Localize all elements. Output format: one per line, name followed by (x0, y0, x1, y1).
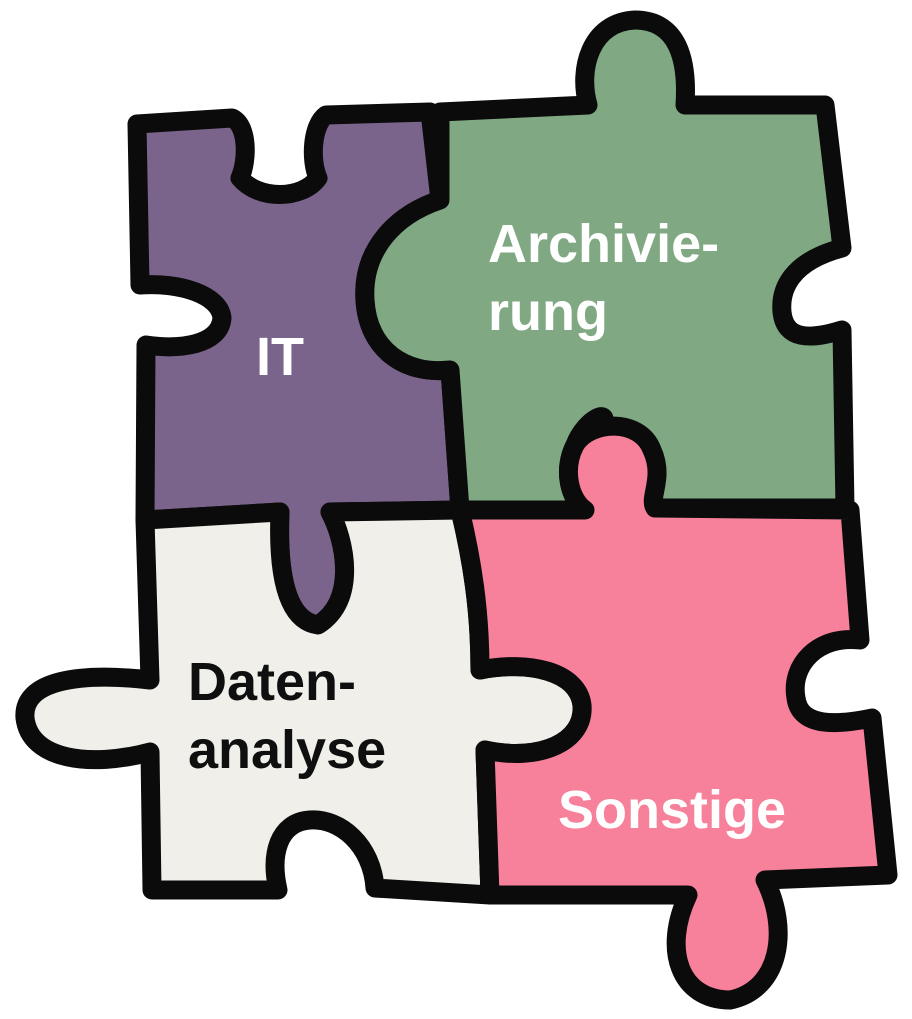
label-datenanalyse: Daten- analyse (188, 652, 386, 780)
label-datenanalyse-line-1: Daten- (188, 652, 356, 712)
label-archivierung: Archivie- rung (488, 214, 734, 342)
piece-sonstige (450, 416, 898, 1010)
label-it-line-1: IT (256, 327, 304, 387)
label-archivierung-line-1: Archivie- (488, 214, 719, 274)
label-sonstige: Sonstige (558, 780, 786, 840)
label-it: IT (256, 327, 304, 387)
label-sonstige-line-1: Sonstige (558, 780, 786, 840)
label-datenanalyse-line-2: analyse (188, 720, 386, 780)
label-archivierung-line-2: rung (488, 282, 608, 342)
